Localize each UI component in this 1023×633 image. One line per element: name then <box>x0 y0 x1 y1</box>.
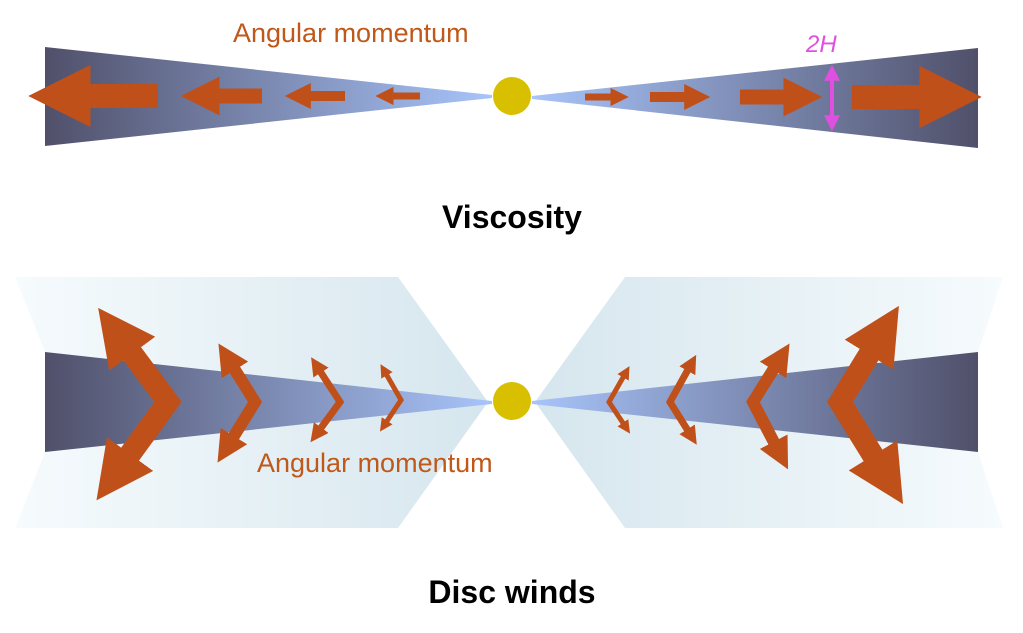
wind-arrow-left-2 <box>217 343 263 463</box>
disc-winds-title: Disc winds <box>428 574 595 610</box>
wind-arrow-right-2 <box>665 354 697 445</box>
wind-arrow-right-4 <box>827 305 904 505</box>
wind-arrow-left-3 <box>310 357 345 443</box>
wind-arrow-left-4 <box>379 364 404 432</box>
wind-arrow-right-3 <box>746 343 790 470</box>
angular-momentum-label-top: Angular momentum <box>233 18 469 48</box>
viscosity-title: Viscosity <box>442 199 582 235</box>
wind-arrows <box>96 305 904 505</box>
wind-arrow-left-1 <box>96 307 182 501</box>
outward-arrows <box>28 64 982 129</box>
height-label: 2H <box>805 31 837 58</box>
disc-winds-panel: Angular momentum Disc winds <box>15 277 1003 610</box>
angular-momentum-label-bottom: Angular momentum <box>257 448 493 478</box>
central-star <box>493 382 531 420</box>
disc-left-wedge <box>45 47 492 146</box>
wind-arrow-right-1 <box>606 366 631 434</box>
central-star <box>493 77 531 115</box>
viscosity-panel: 2H Angular momentum Viscosity <box>28 18 982 235</box>
